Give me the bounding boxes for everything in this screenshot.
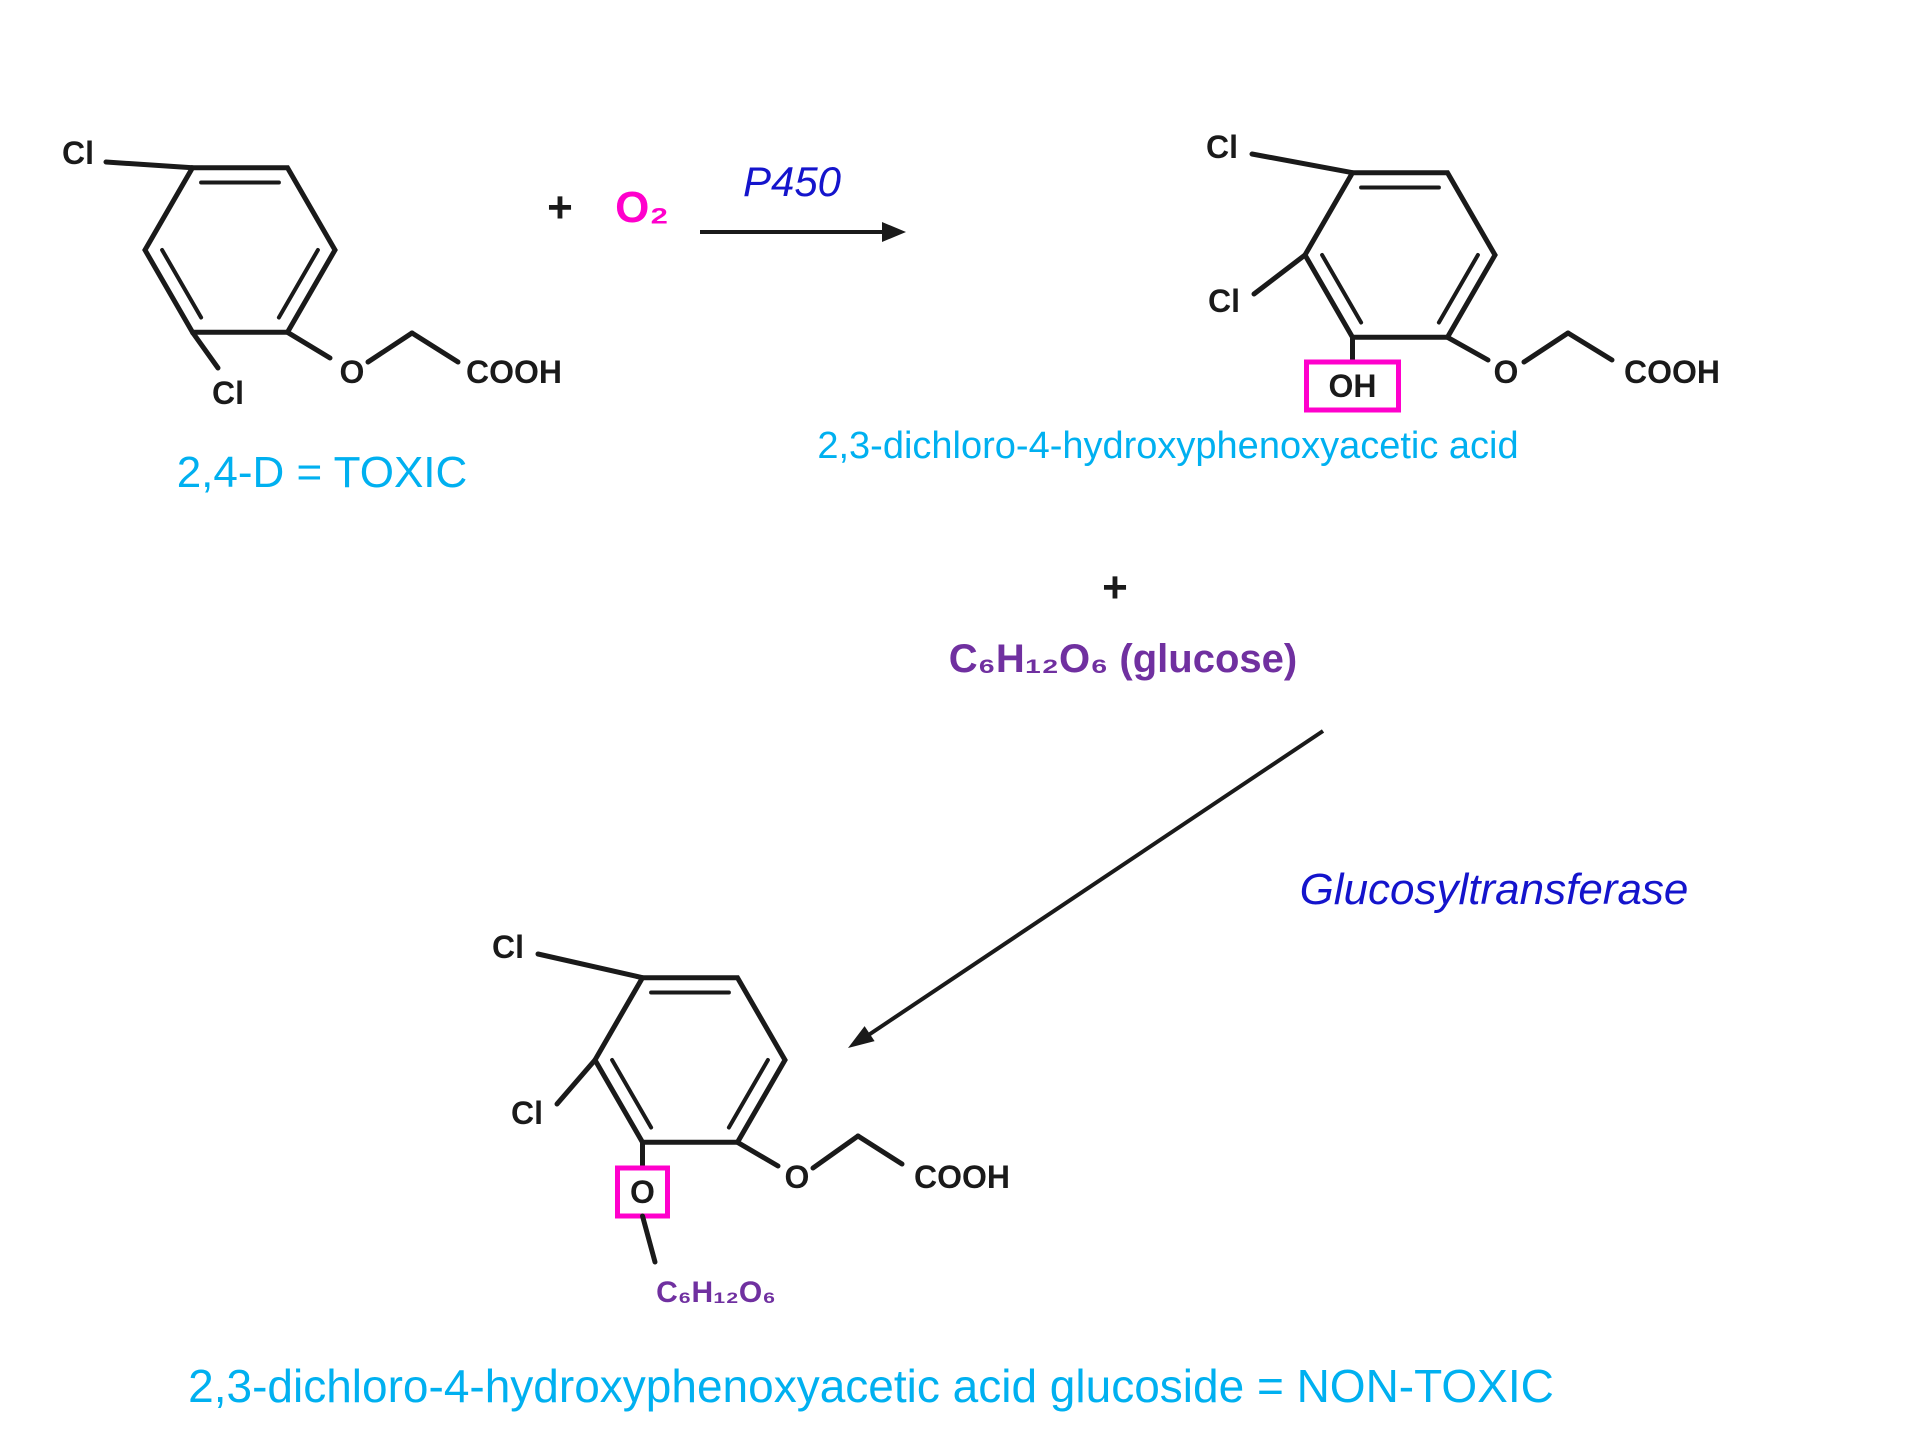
bond-cl-ortho [190, 329, 221, 371]
bond-cl2 [1251, 252, 1308, 297]
benzene-ring [1302, 170, 1498, 340]
benzene-ring [142, 165, 338, 335]
enzyme-p450-label: P450 [743, 158, 842, 205]
bond-o-ch2 [1521, 330, 1571, 365]
benzene-ring [592, 975, 788, 1145]
bond-ch2-cooh [855, 1133, 905, 1167]
bond-ring-o [1445, 334, 1491, 363]
reaction-arrow-line [862, 729, 1325, 1040]
oh-label: OH [1329, 368, 1377, 404]
glucose-reactant: C₆H₁₂O₆ (glucose) [949, 637, 1297, 681]
bond-o-ch2 [365, 330, 415, 365]
double-bond [1436, 253, 1480, 325]
bond-cl2 [554, 1057, 598, 1107]
cooh-label: COOH [466, 354, 562, 390]
double-bond [1320, 253, 1364, 325]
cooh-label: COOH [1624, 354, 1720, 390]
plus-sign: + [547, 183, 573, 232]
ether-o-label: O [785, 1159, 810, 1195]
molecule-24d: Cl Cl O COOH 2,4-D = TOXIC [62, 135, 562, 497]
cl-label: Cl [492, 929, 524, 965]
reaction-step-1: + O₂ P450 [547, 158, 906, 242]
double-bond [276, 248, 320, 320]
bond-cl3 [535, 951, 645, 981]
cl-label: Cl [62, 135, 94, 171]
bond-ring-o [285, 329, 333, 361]
bond-cl3 [1249, 151, 1355, 176]
bond-o-ch2 [810, 1133, 861, 1171]
bond-o-glucose [640, 1213, 658, 1265]
cl-label: Cl [1206, 129, 1238, 165]
reaction-step-2: + C₆H₁₂O₆ (glucose) Glucosyltransferase [848, 563, 1688, 1048]
double-bond [160, 248, 204, 320]
double-bond [610, 1058, 654, 1130]
molecule-caption: 2,4-D = TOXIC [177, 448, 468, 497]
enzyme-glucosyltransferase-label: Glucosyltransferase [1300, 865, 1689, 914]
double-bond [726, 1058, 770, 1130]
ether-o-label: O [1494, 354, 1519, 390]
bond-cl-para [103, 159, 195, 171]
bond-ch2-cooh [1565, 330, 1615, 363]
reaction-arrowhead [848, 1026, 875, 1048]
molecule-caption: 2,3-dichloro-4-hydroxyphenoxyacetic acid… [188, 1360, 1554, 1412]
plus-sign: + [1102, 563, 1128, 612]
cl-label: Cl [1208, 283, 1240, 319]
cl-label: Cl [212, 375, 244, 411]
bond-ring-o [735, 1139, 781, 1169]
molecule-hydroxy: Cl Cl OH O COOH 2,3-dichloro-4-hydroxyph… [817, 129, 1720, 467]
oh-highlight-box [1304, 359, 1401, 413]
glycosidic-o-label: O [630, 1174, 655, 1210]
glucose-formula-label: C₆H₁₂O₆ [656, 1276, 776, 1309]
molecule-caption: 2,3-dichloro-4-hydroxyphenoxyacetic acid [817, 425, 1518, 467]
bond-ch2-cooh [409, 330, 461, 365]
molecule-glucoside: Cl Cl O C₆H₁₂O₆ O COOH 2,3-dichloro-4-hy… [188, 929, 1554, 1412]
cl-label: Cl [511, 1095, 543, 1131]
oxygen-reactant: O₂ [615, 183, 669, 232]
reaction-arrowhead [882, 222, 906, 242]
cooh-label: COOH [914, 1159, 1010, 1195]
ether-o-label: O [340, 354, 365, 390]
